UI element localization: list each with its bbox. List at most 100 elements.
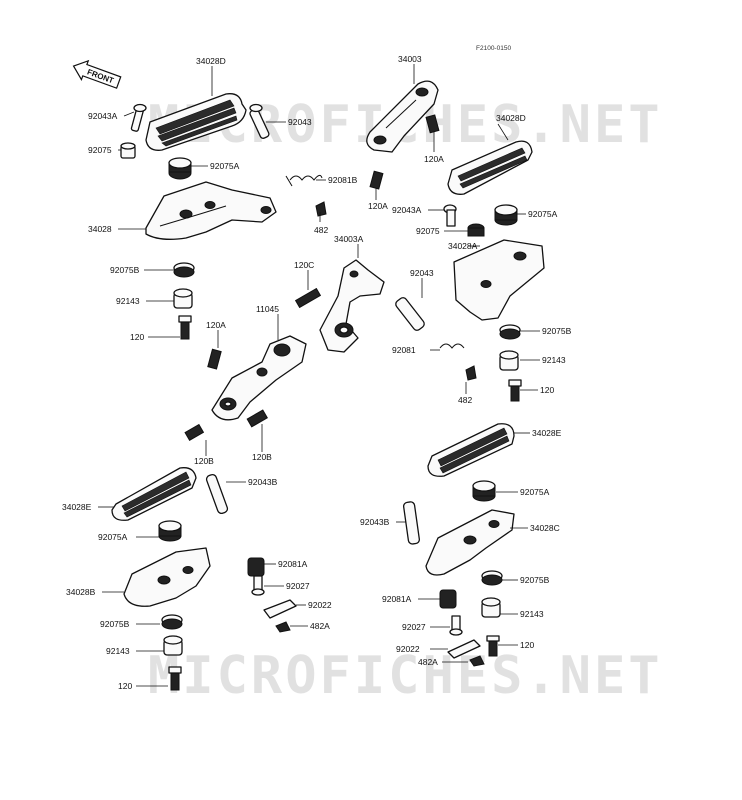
top-right-bolt-120a-lower <box>369 170 384 190</box>
callout-label: 482 <box>458 395 472 405</box>
bottom-right-footrest-bracket-34028c <box>425 509 515 576</box>
bottom-left-plate-92022 <box>263 599 297 619</box>
leader-lines <box>98 64 540 687</box>
bottom-right-clip-482a <box>469 655 485 667</box>
callout-label: 92043 <box>410 268 434 278</box>
callout-label: 92075A <box>98 532 128 542</box>
reference-code: F2100-0150 <box>476 45 511 52</box>
top-left-washer-92075 <box>120 142 136 159</box>
bottom-left-clip-482a <box>275 621 291 633</box>
callout-label: 92143 <box>542 355 566 365</box>
top-right-footrest-bracket-34028a <box>453 239 545 321</box>
callout-label: 92075 <box>416 226 440 236</box>
callout-label: 92143 <box>520 609 544 619</box>
center-bolt-120c <box>294 287 322 309</box>
callout-label: 92075B <box>542 326 572 336</box>
bottom-right-damper-92075a <box>472 480 496 502</box>
center-bolt-120b-right <box>246 409 268 428</box>
callout-label: 92027 <box>402 622 426 632</box>
callout-label: 34003 <box>398 54 422 64</box>
callout-label: 120B <box>194 456 214 466</box>
callout-label: 92022 <box>396 644 420 654</box>
callout-label: 34028 <box>88 224 112 234</box>
top-left-damper-92075b <box>173 262 195 278</box>
top-right-rubber-footpeg <box>447 140 533 195</box>
top-right-bolt-120a-upper <box>425 114 440 134</box>
center-holder-34003a <box>319 259 385 353</box>
callout-label: 92081B <box>328 175 358 185</box>
top-left-damper-92075a <box>168 157 192 180</box>
callout-label: 120 <box>118 681 132 691</box>
top-right-bolt-120 <box>508 379 522 402</box>
center-bolt-120b-left <box>184 423 205 442</box>
bottom-right-rubber-footpeg <box>427 423 515 477</box>
top-right-bushing-92143 <box>499 350 519 371</box>
callout-label: 92075A <box>528 209 558 219</box>
callout-label: 92081A <box>278 559 308 569</box>
top-left-clip-482 <box>315 201 327 217</box>
bottom-left-damper-92075a <box>158 520 182 542</box>
callout-label: 92075A <box>210 161 240 171</box>
callout-label: 34003A <box>334 234 364 244</box>
callout-label: 92022 <box>308 600 332 610</box>
callout-label: 92143 <box>106 646 130 656</box>
bottom-right-bolt-120 <box>486 635 500 657</box>
top-left-bolt-120 <box>178 315 192 340</box>
callout-label: 34028B <box>66 587 96 597</box>
callout-label: 120 <box>520 640 534 650</box>
bottom-left-damper-92075b <box>161 614 183 630</box>
top-left-rubber-footpeg <box>145 93 247 151</box>
callout-label: 92143 <box>116 296 140 306</box>
top-right-pin-92043 <box>395 297 425 331</box>
center-holder-11045 <box>211 335 307 421</box>
callout-label: 482A <box>418 657 438 667</box>
callout-label: 34028D <box>196 56 226 66</box>
top-right-holder-34003 <box>366 80 439 153</box>
callout-labels: 34028D 92043A 92043 92075 92075A 92081B … <box>62 54 572 691</box>
bottom-left-bushing-92143 <box>163 635 183 656</box>
top-left-spring-92081b <box>285 174 323 187</box>
callout-label: 92043 <box>288 117 312 127</box>
bottom-right-damper-92075b <box>481 570 503 586</box>
callout-label: 482 <box>314 225 328 235</box>
bottom-left-footrest-bracket-34028b <box>123 547 211 607</box>
top-right-damper-92075b <box>499 324 521 340</box>
callout-label: 92081 <box>392 345 416 355</box>
callout-label: 92043B <box>360 517 390 527</box>
top-left-pin <box>130 103 147 132</box>
callout-label: 34028C <box>530 523 560 533</box>
callout-label: 120C <box>294 260 314 270</box>
callout-label: 92075B <box>100 619 130 629</box>
callout-label: 34028E <box>62 502 92 512</box>
callout-label: 34028E <box>532 428 562 438</box>
center-bolt-120a <box>207 348 222 370</box>
bottom-left-spring-92081a <box>247 557 265 577</box>
bottom-left-pin-92043b <box>205 473 229 515</box>
callout-label: 92081A <box>382 594 412 604</box>
bottom-right-spring-92081a <box>439 589 457 609</box>
callout-label: 34028A <box>448 241 478 251</box>
callout-label: 120A <box>206 320 226 330</box>
bottom-right-bushing-92143 <box>481 597 501 618</box>
callout-label: 92027 <box>286 581 310 591</box>
callout-label: 92043A <box>88 111 118 121</box>
callout-label: 92075B <box>110 265 140 275</box>
bottom-left-bolt-92027 <box>251 575 265 596</box>
bottom-right-pin-92043b <box>402 501 420 545</box>
callout-label: 120A <box>424 154 444 164</box>
top-left-bushing-92143 <box>173 288 193 309</box>
top-right-clip-482 <box>465 365 477 381</box>
top-right-washer-92075 <box>467 223 485 237</box>
front-arrow-icon: FRONT <box>72 59 122 89</box>
callout-label: 34028D <box>496 113 526 123</box>
bottom-right-plate-92022 <box>447 639 481 659</box>
callout-label: 92043A <box>392 205 422 215</box>
callout-label: 92075A <box>520 487 550 497</box>
callout-label: 11045 <box>256 304 279 314</box>
callout-label: 482A <box>310 621 330 631</box>
callout-label: 120A <box>368 201 388 211</box>
top-right-damper-92075a <box>494 204 518 226</box>
callout-label: 92075B <box>520 575 550 585</box>
watermark-bottom: MICROFICHES.NET <box>148 646 663 706</box>
